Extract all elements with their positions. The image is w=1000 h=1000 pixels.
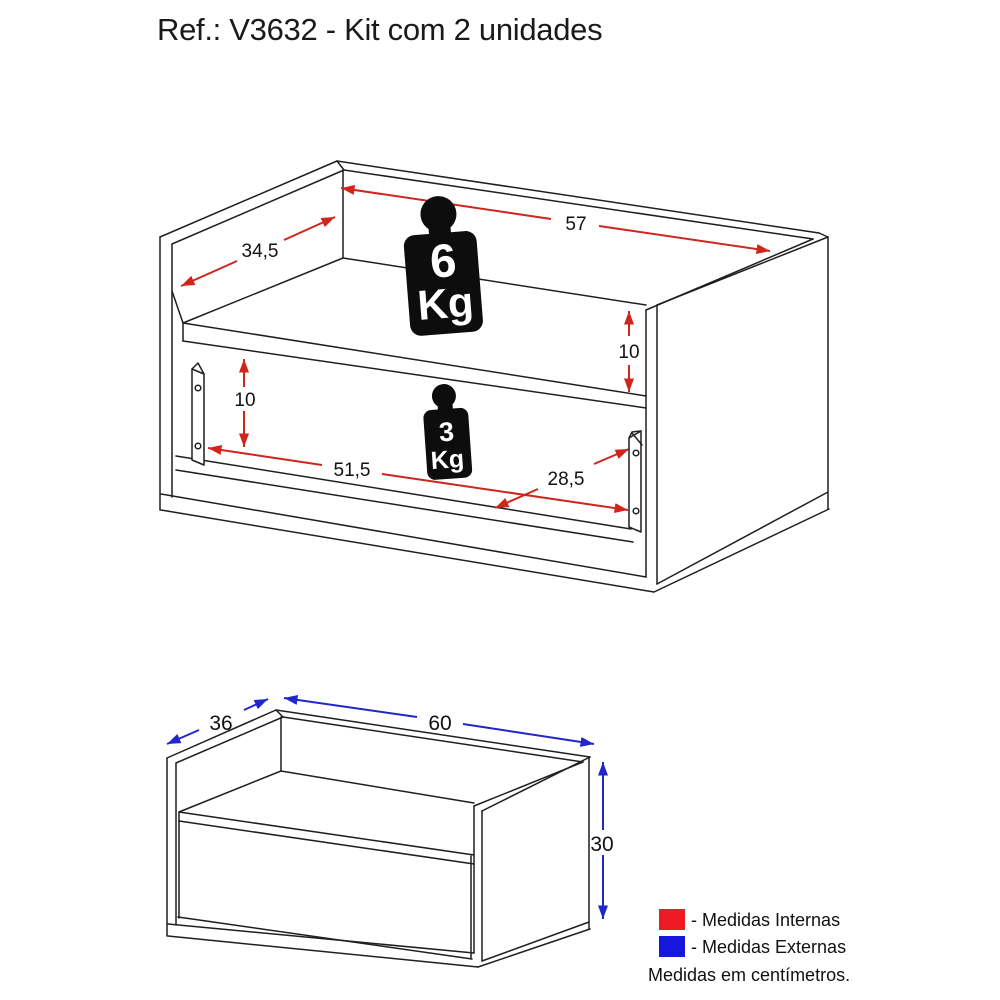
- weight-shelf-unit: Kg: [416, 278, 476, 329]
- legend: - Medidas Internas - Medidas Externas Me…: [648, 909, 850, 985]
- legend-note: Medidas em centímetros.: [648, 965, 850, 985]
- dim-drawer-height: 10: [234, 390, 255, 411]
- weight-shelf-value: 6: [428, 233, 458, 288]
- dim-niche-height: 10: [618, 342, 639, 363]
- external-measures-diagram: 36 60 30: [166, 694, 614, 968]
- legend-external-label: - Medidas Externas: [691, 937, 846, 957]
- weight-3kg-icon: 3 Kg: [423, 384, 473, 480]
- dim-internal-width: 57: [565, 214, 586, 235]
- cabinet-outline-internal: [159, 160, 830, 593]
- dim-external-width: 60: [428, 712, 451, 735]
- weight-drawer-value: 3: [438, 416, 455, 447]
- drawer-rail-left: [191, 362, 205, 466]
- dim-external-depth: 36: [209, 712, 232, 735]
- drawer-rail-right: [628, 430, 643, 533]
- dim-drawer-width: 51,5: [334, 460, 371, 481]
- weight-6kg-icon: 6 Kg: [403, 196, 483, 336]
- internal-dimension-arrows: [180, 185, 771, 513]
- cabinet-outline-external: [166, 709, 591, 968]
- dim-internal-depth: 34,5: [242, 241, 279, 262]
- legend-internal-label: - Medidas Internas: [691, 910, 840, 930]
- internal-measures-diagram: 34,5 57 10 10 51,5 28,5 6 Kg 3 Kg: [159, 160, 830, 593]
- legend-external-swatch: [659, 936, 685, 957]
- dim-external-height: 30: [590, 833, 613, 856]
- page-title: Ref.: V3632 - Kit com 2 unidades: [157, 12, 602, 47]
- dim-drawer-depth: 28,5: [548, 469, 585, 490]
- legend-internal-swatch: [659, 909, 685, 930]
- weight-drawer-unit: Kg: [430, 445, 465, 475]
- external-dimension-arrows: [166, 694, 608, 919]
